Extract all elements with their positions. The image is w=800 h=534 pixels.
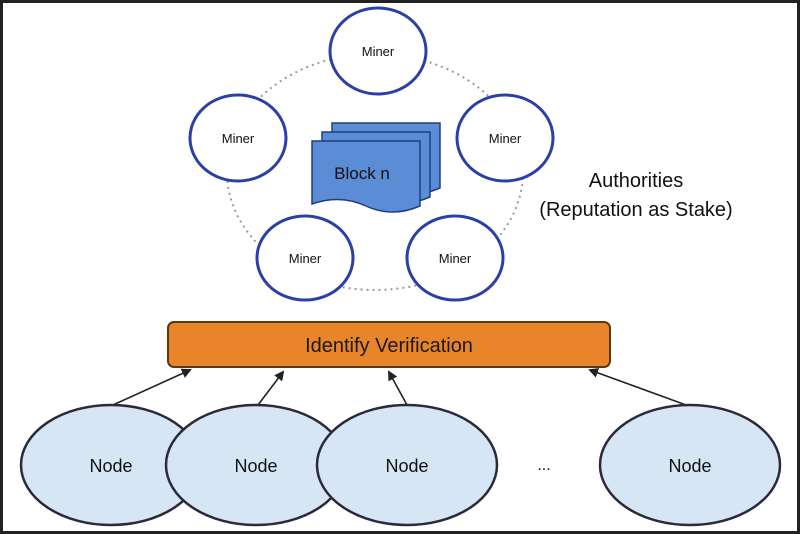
arrow-node4 <box>588 368 687 406</box>
node-ellipsis: ... <box>537 457 550 474</box>
miner-label: Miner <box>289 251 322 266</box>
node-3: Node <box>315 403 499 527</box>
miner-label: Miner <box>439 251 472 266</box>
node-label: Node <box>385 456 428 476</box>
miner-label: Miner <box>362 44 395 59</box>
arrow-node1 <box>112 368 192 406</box>
miner-right: Miner <box>455 93 555 183</box>
miner-top: Miner <box>328 6 428 96</box>
arrow-node2 <box>257 370 285 406</box>
authorities-subtitle: (Reputation as Stake) <box>539 199 732 221</box>
arrow-node3 <box>388 370 408 406</box>
block-sheet-front <box>311 140 421 213</box>
authorities-title: Authorities <box>589 170 684 192</box>
node-label: Node <box>89 456 132 476</box>
verification-bar <box>167 321 611 368</box>
miner-label: Miner <box>222 131 255 146</box>
node-label: Node <box>234 456 277 476</box>
miner-bottom-right: Miner <box>405 214 505 302</box>
block-label: Block n <box>334 164 390 183</box>
block-stack: Block n <box>311 122 441 213</box>
miner-left: Miner <box>188 93 288 183</box>
miner-bottom-left: Miner <box>255 214 355 302</box>
node-2: Node <box>164 403 348 527</box>
miner-label: Miner <box>489 131 522 146</box>
node-4: Node <box>598 403 782 527</box>
node-1: Node <box>19 403 203 527</box>
verification-label: Identify Verification <box>305 335 473 357</box>
node-label: Node <box>668 456 711 476</box>
